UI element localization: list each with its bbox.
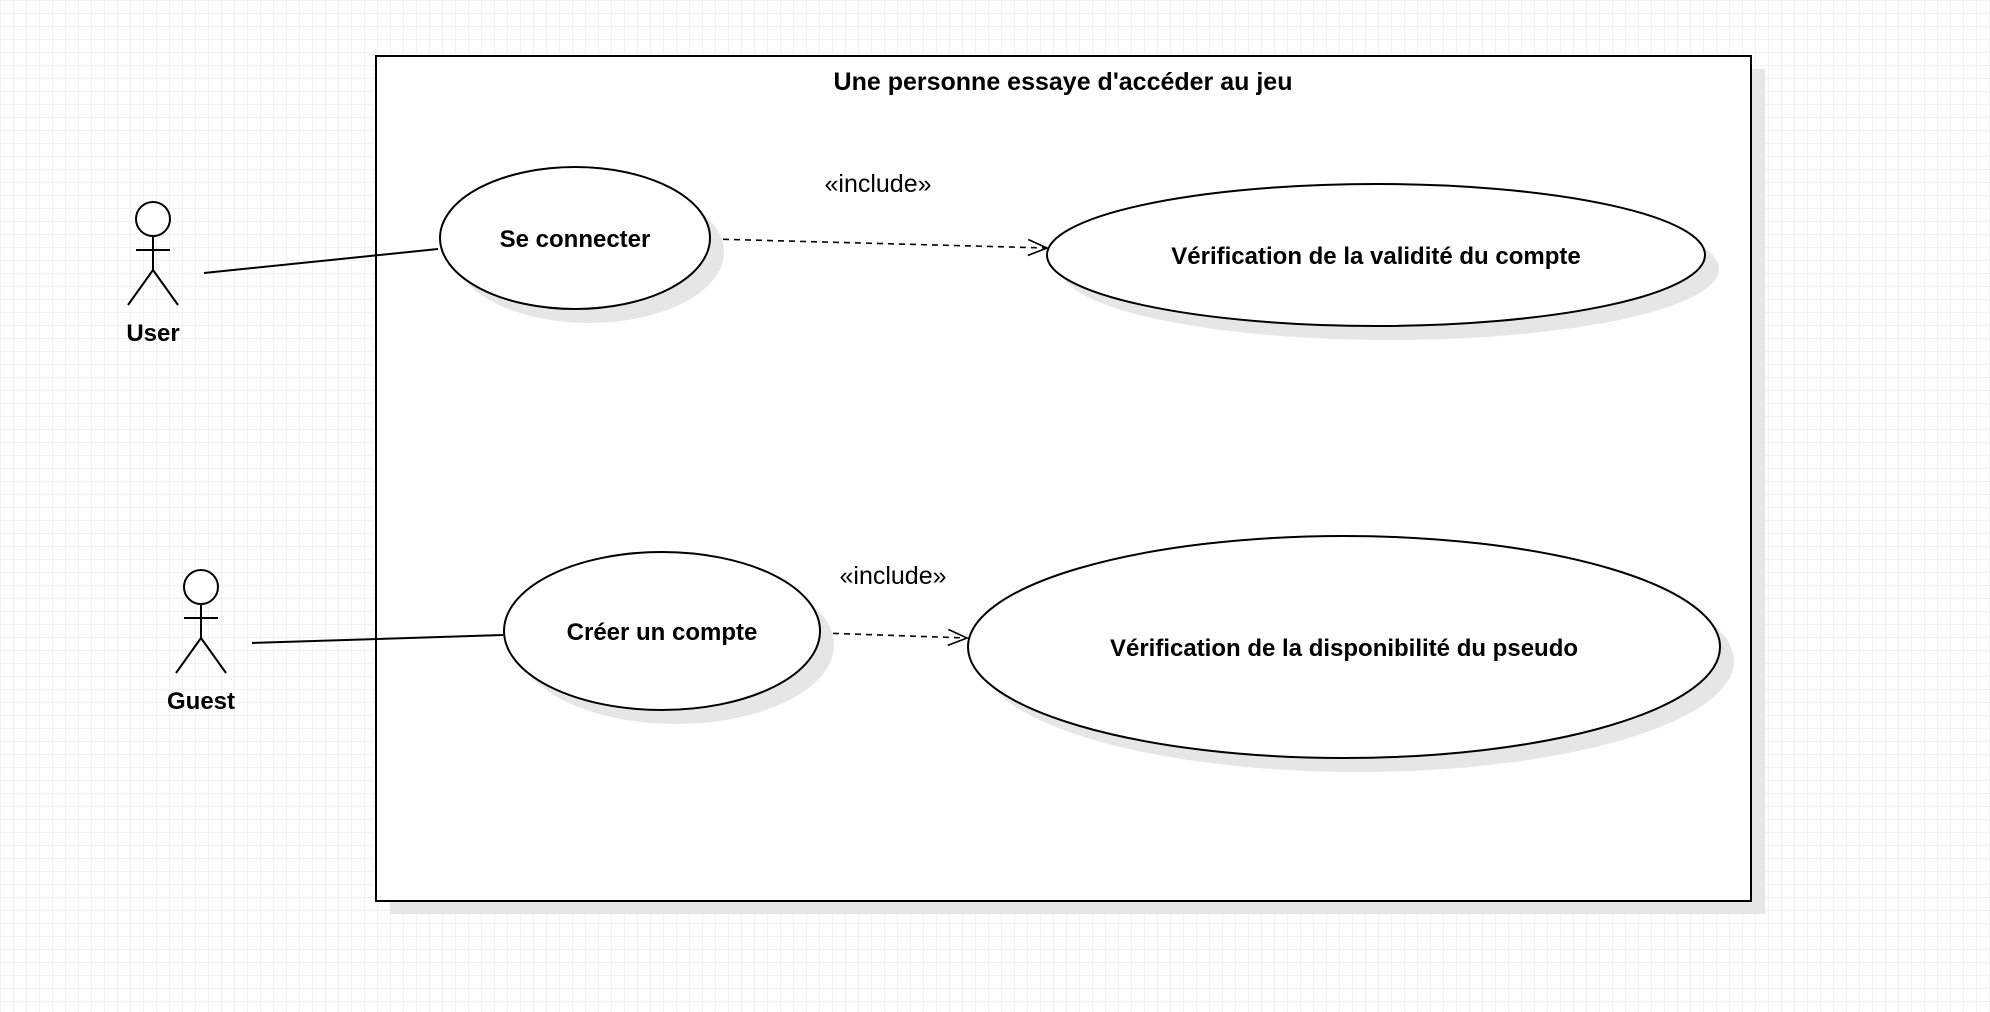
actor-right-leg (152, 269, 179, 306)
use-case-label: Créer un compte (567, 619, 758, 646)
actor-left-leg (127, 269, 154, 306)
include-label-create: «include» (839, 562, 946, 590)
use-case-label: Vérification de la validité du compte (1171, 243, 1580, 270)
actor-user-name: User (126, 320, 179, 347)
use-case-label: Se connecter (500, 226, 651, 253)
use-case-ellipse (439, 166, 711, 310)
association-guest-create-account[interactable] (251, 634, 504, 644)
actor-guest[interactable] (175, 569, 227, 674)
use-case-create-account[interactable]: Créer un compte (503, 551, 834, 724)
include-login-check-account[interactable] (711, 238, 1047, 248)
include-label-login: «include» (824, 170, 931, 198)
use-case-label: Vérification de la disponibilité du pseu… (1110, 635, 1578, 662)
system-title: Une personne essaye d'accéder au jeu (834, 68, 1293, 96)
actor-head (135, 201, 171, 237)
actor-guest-name: Guest (167, 688, 235, 715)
actor-head (183, 569, 219, 605)
include-create-check-pseudo[interactable] (821, 633, 967, 638)
use-case-ellipse (1046, 183, 1706, 327)
use-case-check-pseudo[interactable]: Vérification de la disponibilité du pseu… (967, 535, 1734, 772)
use-case-login[interactable]: Se connecter (439, 166, 724, 323)
use-case-check-account[interactable]: Vérification de la validité du compte (1046, 183, 1719, 340)
association-user-login[interactable] (203, 248, 439, 274)
actor-user[interactable] (127, 201, 179, 306)
actor-right-leg (200, 637, 227, 674)
use-case-ellipse (503, 551, 821, 711)
actor-left-leg (175, 637, 202, 674)
use-case-ellipse (967, 535, 1721, 759)
